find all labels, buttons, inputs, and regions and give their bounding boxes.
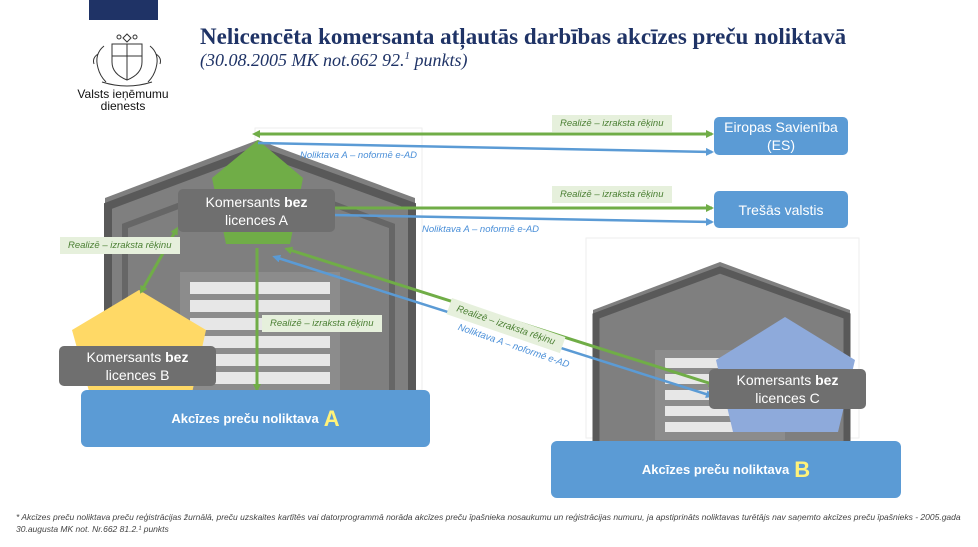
- destination-es-box: Eiropas Savienība (ES): [714, 117, 848, 155]
- merchant-b-box: Komersants bez licences B: [59, 346, 216, 386]
- merchant-a-line1: Komersants bez: [206, 193, 308, 211]
- page-title: Nelicencēta komersanta atļautās darbības…: [200, 24, 847, 49]
- merchant-c-pre: Komersants: [736, 372, 816, 388]
- destination-es-line1: Eiropas Savienība: [724, 119, 838, 135]
- merchant-b-bold: bez: [165, 349, 189, 365]
- arrow-blue-es: [257, 141, 714, 156]
- page-subtitle: (30.08.2005 MK not.662 92.1 punkts): [200, 50, 468, 71]
- warehouse-a-label: Akcīzes preču noliktava: [171, 411, 319, 426]
- label-blue-es: Noliktava A – noformē e-AD: [300, 150, 418, 161]
- subtitle-sup: 1: [404, 50, 411, 62]
- label-green-left: Realizē – izraksta rēķinu: [60, 237, 180, 254]
- subtitle-end: punkts): [410, 50, 468, 70]
- coat-of-arms-logo: [72, 30, 182, 120]
- coat-of-arms-icon: [93, 33, 161, 87]
- logo-caption-line1: Valsts ieņēmumu: [77, 87, 169, 101]
- destination-es-line2: (ES): [767, 137, 795, 153]
- warehouse-a-base: Akcīzes preču noliktava A: [81, 390, 430, 447]
- merchant-a-line2: licences A: [224, 211, 289, 228]
- merchant-c-bold: bez: [815, 372, 839, 388]
- merchant-a-box: Komersants bez licences A: [178, 189, 335, 232]
- label-green-third: Realizē – izraksta rēķinu: [552, 186, 672, 203]
- merchant-c-line2: licences C: [755, 390, 820, 406]
- merchant-c-box: Komersants bez licences C: [709, 369, 866, 409]
- warehouse-b-base: Akcīzes preču noliktava B: [551, 441, 901, 498]
- merchant-b-pre: Komersants: [86, 349, 166, 365]
- warehouse-b-letter: B: [794, 456, 811, 482]
- footnote: * Akcīzes preču noliktava preču reģistrā…: [16, 512, 961, 534]
- merchant-c-line1: Komersants bez: [737, 371, 839, 389]
- merchant-b-line1: Komersants bez: [87, 348, 189, 366]
- merchant-a-pre: Komersants: [205, 193, 285, 210]
- warehouse-a-letter: A: [323, 405, 340, 431]
- arrow-blue-third: [326, 211, 714, 226]
- label-green-mid: Realizē – izraksta rēķinu: [262, 315, 382, 332]
- merchant-b-line2: licences B: [105, 367, 170, 383]
- logo-caption: Valsts ieņēmumu dienests: [62, 88, 184, 112]
- destination-third-box: Trešās valstis: [714, 191, 848, 228]
- label-green-es: Realizē – izraksta rēķinu: [552, 115, 672, 132]
- logo-caption-line2: dienests: [100, 99, 146, 113]
- merchant-a-bold: bez: [284, 193, 308, 210]
- label-blue-third: Noliktava A – noformē e-AD: [422, 224, 540, 235]
- header-accent-bar: [89, 0, 158, 20]
- subtitle-main: (30.08.2005 MK not.662 92.: [200, 50, 405, 70]
- warehouse-b-label: Akcīzes preču noliktava: [641, 462, 790, 477]
